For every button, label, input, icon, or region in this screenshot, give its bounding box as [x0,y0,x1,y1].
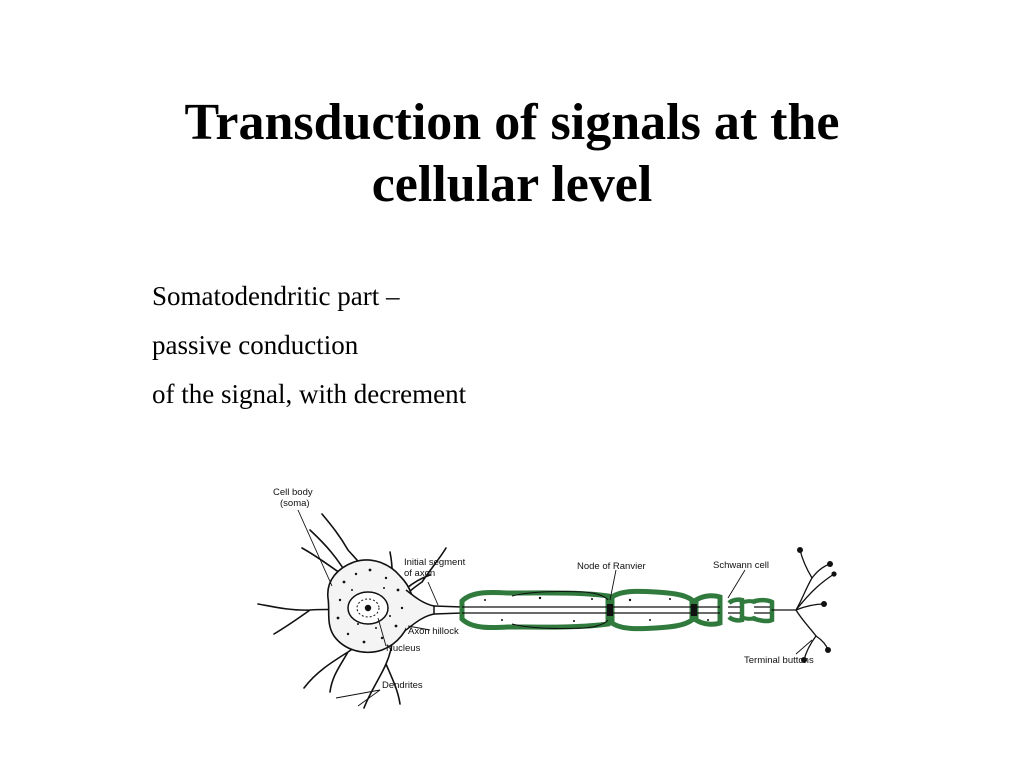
body-line-1: Somatodendritic part – [152,281,400,311]
body-line-2: passive conduction [152,330,359,360]
body-line-3: of the signal, with decrement [152,379,467,409]
axon-core [462,606,770,614]
myelin-texture [484,596,709,622]
label-node-of-ranvier: Node of Ranvier [577,561,646,572]
label-axon-hillock: Axon hillock [408,626,459,637]
leader-lines [297,509,813,707]
label-schwann-cell: Schwann cell [713,560,769,571]
label-dendrites: Dendrites [382,680,423,691]
label-initial-segment: Initial segment [404,557,466,568]
neuron-diagram: Cell body (soma) Initial segment of axon… [257,487,837,709]
terminal-buttons-shape [797,547,837,663]
initial-segment-shape [433,605,463,615]
label-cell-body: Cell body [273,487,313,498]
label-of-axon: of axon [404,568,435,579]
label-nucleus: Nucleus [386,643,421,654]
slide-body: Somatodendritic part – passive conductio… [152,272,466,419]
slide-title-line-1: Transduction of signals at the [184,94,840,151]
axon-hillock-shape [405,589,435,631]
axon-terminal [771,549,835,661]
slide-title-line-2: cellular level [371,156,653,213]
nucleus-shape [347,591,389,625]
myelin-sheath [459,588,775,632]
label-terminal-buttons: Terminal buttons [744,655,814,666]
slide-title: Transduction of signals at the cellular … [60,92,964,216]
node-of-ranvier-gaps [607,604,697,616]
label-soma: (soma) [280,498,310,509]
